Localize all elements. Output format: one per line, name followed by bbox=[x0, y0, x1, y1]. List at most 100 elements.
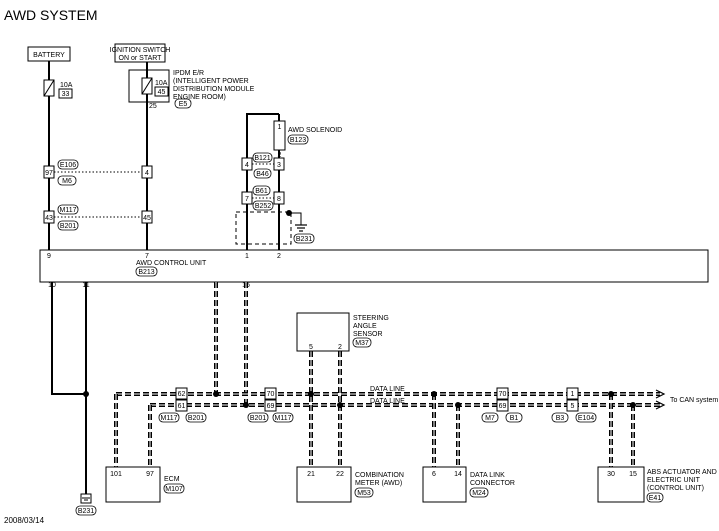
svg-text:ELECTRIC UNIT: ELECTRIC UNIT bbox=[647, 477, 701, 484]
ground-icon-bottom bbox=[82, 497, 90, 501]
svg-text:97: 97 bbox=[45, 170, 53, 177]
svg-text:1: 1 bbox=[571, 391, 575, 398]
ignition-fuse-no: 45 bbox=[158, 89, 166, 96]
ecm-connector: M107 bbox=[165, 486, 183, 493]
svg-text:B3: B3 bbox=[556, 415, 565, 422]
control-unit-label: AWD CONTROL UNIT bbox=[136, 260, 207, 267]
svg-text:ON or START: ON or START bbox=[119, 55, 163, 62]
connector-m6: M6 bbox=[62, 178, 72, 185]
svg-text:1: 1 bbox=[245, 253, 249, 260]
ground-connector-b231: B231 bbox=[296, 236, 312, 243]
svg-text:IGNITION SWITCH: IGNITION SWITCH bbox=[110, 47, 171, 54]
svg-text:62: 62 bbox=[178, 391, 186, 398]
svg-text:21: 21 bbox=[307, 471, 315, 478]
combination-meter-connector: M53 bbox=[357, 490, 371, 497]
solenoid-connector: B123 bbox=[290, 137, 306, 144]
svg-text:CONNECTOR: CONNECTOR bbox=[470, 480, 515, 487]
ipdm-connector: E5 bbox=[179, 101, 188, 108]
svg-text:45: 45 bbox=[143, 215, 151, 222]
svg-text:STEERING: STEERING bbox=[353, 315, 389, 322]
svg-text:9: 9 bbox=[47, 253, 51, 260]
diagram-title: AWD SYSTEM bbox=[4, 7, 98, 23]
svg-text:(INTELLIGENT POWER: (INTELLIGENT POWER bbox=[173, 78, 249, 85]
svg-text:22: 22 bbox=[336, 471, 344, 478]
svg-text:14: 14 bbox=[454, 471, 462, 478]
data-link-connector bbox=[422, 466, 467, 503]
abs-actuator-unit bbox=[597, 466, 645, 503]
svg-text:METER (AWD): METER (AWD) bbox=[355, 480, 402, 487]
svg-text:B1: B1 bbox=[510, 415, 519, 422]
diagram-date: 2008/03/14 bbox=[4, 516, 45, 525]
svg-text:IPDM E/R: IPDM E/R bbox=[173, 70, 204, 77]
svg-text:M117: M117 bbox=[161, 415, 178, 422]
ground-icon bbox=[295, 224, 307, 232]
svg-text:30: 30 bbox=[607, 471, 615, 478]
svg-text:COMBINATION: COMBINATION bbox=[355, 472, 404, 479]
svg-text:101: 101 bbox=[110, 471, 122, 478]
data-line-label-2: DATA LINE bbox=[370, 398, 405, 405]
svg-text:ECM: ECM bbox=[164, 476, 180, 483]
svg-text:7: 7 bbox=[145, 253, 149, 260]
connector-b201: B201 bbox=[60, 223, 76, 230]
svg-text:8: 8 bbox=[277, 196, 281, 203]
joint-connector-4 bbox=[566, 387, 579, 400]
svg-text:4: 4 bbox=[245, 162, 249, 169]
to-can-label: To CAN system bbox=[670, 397, 718, 404]
svg-text:E104: E104 bbox=[578, 415, 594, 422]
ignition-fuse bbox=[141, 77, 153, 95]
ignition-switch-box bbox=[114, 43, 166, 63]
svg-text:5: 5 bbox=[309, 344, 313, 351]
connector-b252: B252 bbox=[255, 203, 271, 210]
ipdm-box bbox=[128, 69, 170, 103]
battery-fuse bbox=[43, 79, 55, 97]
svg-text:4: 4 bbox=[145, 170, 149, 177]
svg-text:43: 43 bbox=[45, 215, 53, 222]
svg-text:(CONTROL UNIT): (CONTROL UNIT) bbox=[647, 485, 704, 492]
connector-m117: M117 bbox=[60, 207, 77, 214]
can-shielded-lines bbox=[114, 282, 660, 467]
svg-text:M117: M117 bbox=[275, 415, 292, 422]
svg-text:5: 5 bbox=[571, 403, 575, 410]
steering-angle-sensor bbox=[296, 312, 350, 352]
svg-text:1: 1 bbox=[278, 124, 282, 131]
ignition-pin: 25 bbox=[149, 103, 157, 110]
connector-b121: B121 bbox=[254, 155, 270, 162]
connector-b61: B61 bbox=[255, 188, 268, 195]
svg-text:SENSOR: SENSOR bbox=[353, 331, 383, 338]
svg-text:M7: M7 bbox=[485, 415, 495, 422]
awd-control-unit bbox=[39, 249, 709, 283]
ground-connector-b231-bottom: B231 bbox=[78, 508, 94, 515]
shield-box bbox=[235, 211, 292, 245]
ignition-fuse-rating: 10A bbox=[155, 80, 168, 87]
svg-text:ANGLE: ANGLE bbox=[353, 323, 377, 330]
svg-text:7: 7 bbox=[245, 196, 249, 203]
arrow-right-icon bbox=[655, 389, 666, 410]
splice-dots bbox=[213, 391, 636, 408]
connector-b46: B46 bbox=[256, 171, 269, 178]
awd-solenoid bbox=[273, 120, 286, 151]
battery-fuse-rating: 10A bbox=[60, 82, 73, 89]
ecm-unit bbox=[105, 466, 161, 503]
steering-connector: M37 bbox=[355, 340, 369, 347]
svg-text:3: 3 bbox=[277, 162, 281, 169]
svg-text:6: 6 bbox=[432, 471, 436, 478]
solenoid-label: AWD SOLENOID bbox=[288, 127, 342, 134]
svg-text:70: 70 bbox=[499, 391, 507, 398]
data-link-connector-tag: M24 bbox=[472, 490, 486, 497]
svg-text:ABS ACTUATOR AND: ABS ACTUATOR AND bbox=[647, 469, 717, 476]
connector-e106: E106 bbox=[60, 162, 76, 169]
svg-text:ENGINE ROOM): ENGINE ROOM) bbox=[173, 94, 226, 101]
joint-connector-3 bbox=[496, 387, 509, 400]
svg-text:2: 2 bbox=[338, 344, 342, 351]
abs-connector: E41 bbox=[649, 495, 662, 502]
svg-text:DATA LINK: DATA LINK bbox=[470, 472, 505, 479]
svg-text:61: 61 bbox=[178, 403, 186, 410]
data-line-label-1: DATA LINE bbox=[370, 386, 405, 393]
joint-connector-1 bbox=[175, 387, 188, 400]
svg-text:15: 15 bbox=[629, 471, 637, 478]
svg-text:69: 69 bbox=[499, 403, 507, 410]
battery-fuse-no: 33 bbox=[62, 91, 70, 98]
svg-text:B201: B201 bbox=[188, 415, 204, 422]
svg-text:70: 70 bbox=[267, 391, 275, 398]
